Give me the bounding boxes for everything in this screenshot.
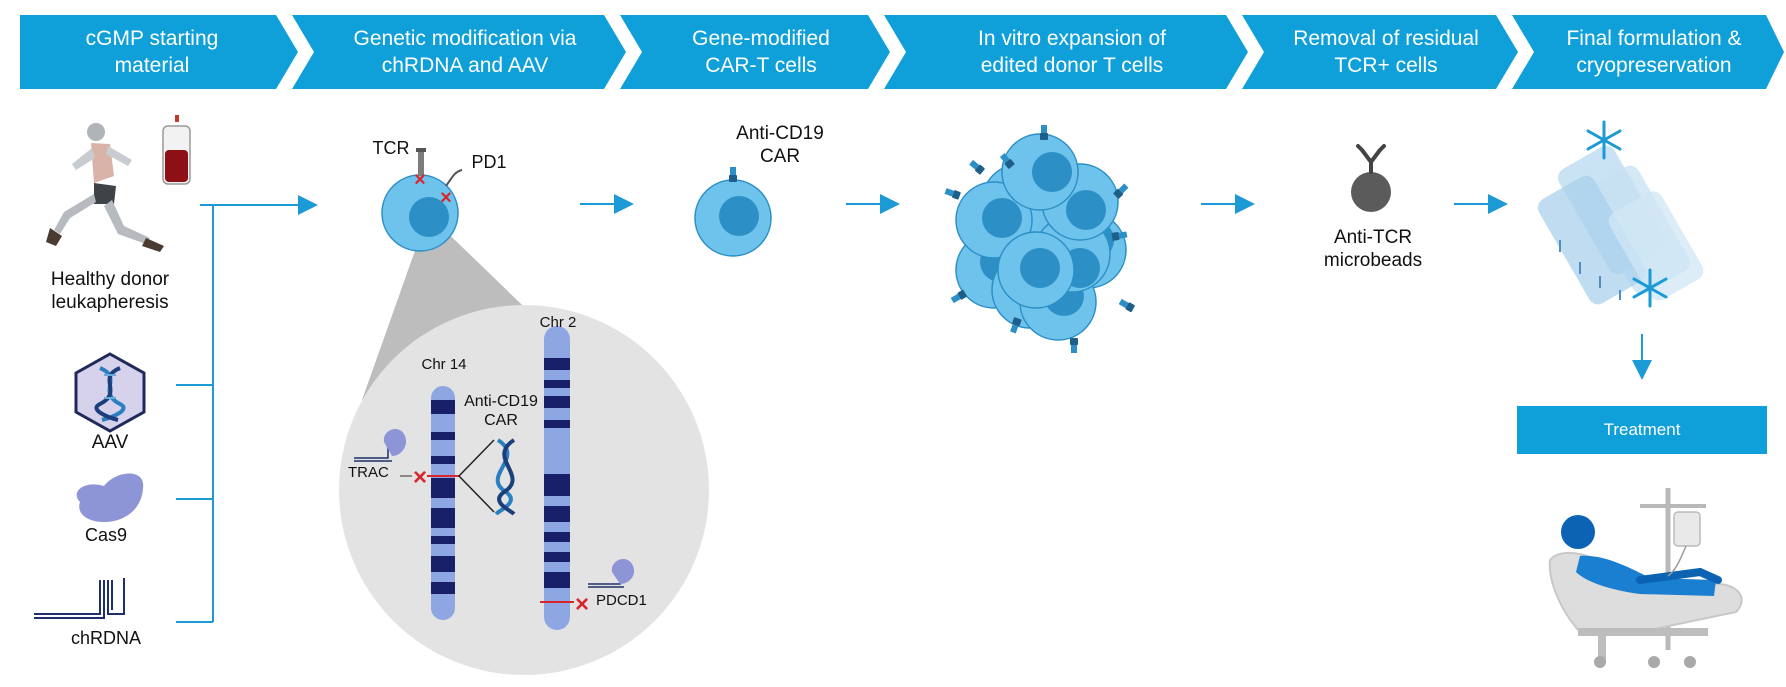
chromosome-14 [427, 386, 459, 620]
patient-infusion-icon [1548, 488, 1743, 668]
chevron-step-1 [20, 15, 298, 89]
chrdna-label: chRDNA [70, 628, 141, 648]
cryobag-icon [1537, 145, 1704, 305]
chr14-label: Chr 14 [421, 356, 467, 373]
step-arrows [580, 194, 1652, 380]
blood-bag-icon [162, 115, 191, 185]
pd1-label: PD1 [471, 152, 507, 172]
cas9-protein-icon [76, 473, 144, 522]
chrdna-icon [34, 578, 125, 619]
runner-icon [46, 123, 164, 252]
pdcd1-label: PDCD1 [596, 592, 647, 609]
svg-text:×: × [414, 169, 426, 191]
aav-label: AAV [91, 432, 129, 453]
chromosome-2 [540, 326, 574, 630]
svg-text:×: × [575, 591, 589, 618]
chevron-step-6 [1512, 15, 1784, 89]
treatment-label: Treatment [1603, 420, 1681, 439]
input-connector [176, 195, 318, 623]
step-6-title: Final formulation &cryopreservation [1566, 27, 1742, 77]
pdcd1-guide-icon: × [575, 558, 635, 618]
t-cell-icon: × × [381, 148, 463, 252]
treatment-box: Treatment [1517, 406, 1767, 454]
chevron-step-5 [1242, 15, 1518, 89]
chevron-step-2 [292, 15, 626, 89]
dna-icon [74, 352, 146, 433]
car-insert-dna-icon [458, 438, 516, 516]
tcr-label: TCR [372, 138, 410, 158]
expanded-cell-cluster [944, 125, 1136, 353]
svg-text:×: × [440, 187, 452, 209]
snowflake-icon [1586, 120, 1668, 308]
zoom-circle [339, 305, 709, 675]
svg-text:×: × [413, 464, 427, 491]
car-t-cell-icon [694, 167, 772, 257]
chevron-step-4 [884, 15, 1248, 89]
chr2-label: Chr 2 [539, 314, 577, 331]
chevron-step-3 [620, 15, 890, 89]
trac-label: TRAC [348, 464, 389, 481]
microbead-icon [1351, 144, 1391, 212]
trac-guide-icon: × [354, 428, 427, 491]
cas9-label: Cas9 [84, 525, 128, 545]
